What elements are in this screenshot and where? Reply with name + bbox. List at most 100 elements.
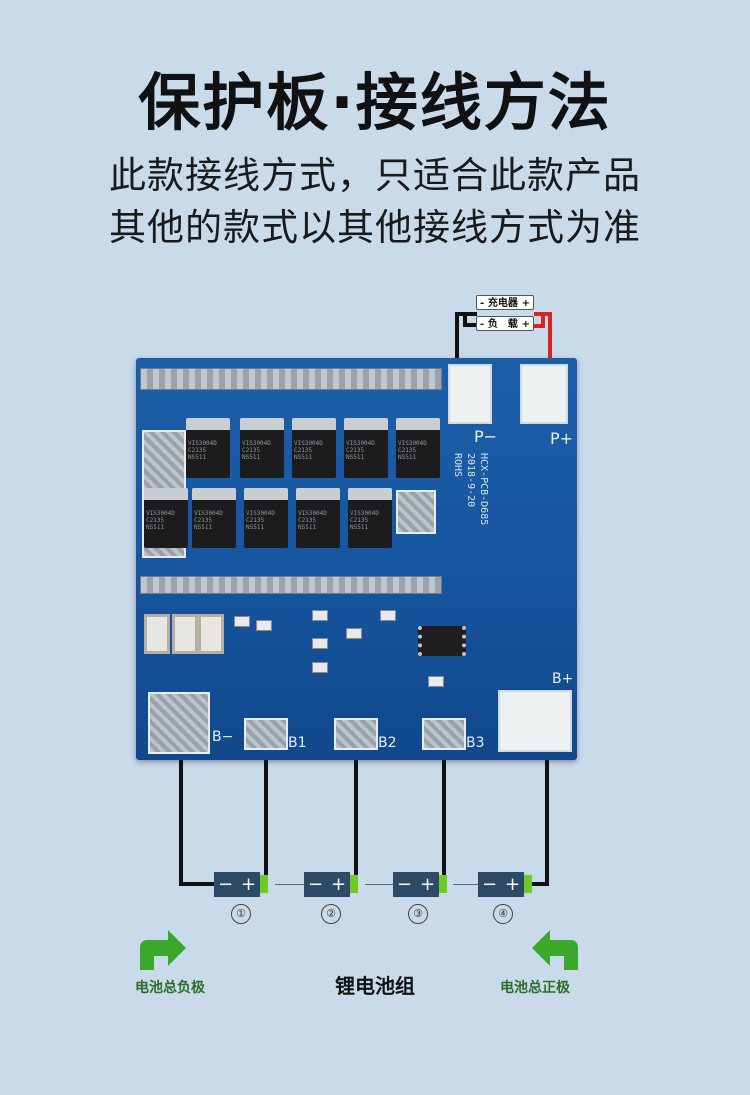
b3-pad	[422, 718, 466, 750]
cell-terminal	[524, 875, 532, 893]
load-plus-join	[541, 312, 545, 328]
p-minus-wire	[455, 312, 459, 362]
mosfet-marking: VIS3004D C2135 NS511	[188, 440, 217, 461]
b-plus-wire	[545, 760, 549, 886]
battery-cell-2: − +	[304, 872, 358, 897]
mosfet-marking: VIS3004D C2135 NS511	[146, 510, 175, 531]
cell-number-2: ②	[321, 904, 341, 924]
cell-terminal	[439, 875, 447, 893]
b2-label: B2	[378, 735, 397, 751]
positive-arrow-icon	[532, 930, 578, 970]
cell-minus: −	[396, 873, 413, 895]
battery-pack-label: 锂电池组	[335, 974, 415, 998]
mosfet: VIS3004D C2135 NS511	[186, 418, 230, 478]
b3-wire	[442, 760, 446, 878]
total-positive-label: 电池总正极	[500, 980, 570, 996]
mosfet: VIS3004D C2135 NS511	[240, 418, 284, 478]
b-minus-label: B−	[212, 729, 234, 745]
middle-copper-strip	[140, 576, 442, 594]
smd-component	[312, 638, 328, 649]
cell-number-3: ③	[408, 904, 428, 924]
subtitle-line-2: 其他的款式以其他接线方式为准	[109, 206, 641, 249]
load-plus-wire	[534, 324, 544, 328]
mosfet: VIS3004D C2135 NS511	[296, 488, 340, 548]
charger-text: 充电器	[487, 298, 518, 309]
heatsink-pad	[396, 490, 436, 534]
cell-plus: +	[240, 873, 257, 895]
b-minus-pad	[148, 692, 210, 754]
cell-terminal	[260, 875, 268, 893]
battery-cell-4: − +	[478, 872, 532, 897]
b3-label: B3	[466, 735, 485, 751]
charger-plus: +	[521, 298, 530, 309]
cell-number-1: ①	[231, 904, 251, 924]
cell-link	[275, 884, 305, 885]
mosfet: VIS3004D C2135 NS511	[144, 488, 188, 548]
heatsink-pad	[142, 430, 186, 492]
p-plus-label: P+	[550, 429, 574, 448]
b1-pad	[244, 718, 288, 750]
cell-terminal	[350, 875, 358, 893]
smd-component	[234, 616, 250, 627]
shunt-resistor	[198, 614, 224, 654]
load-plus: +	[521, 319, 530, 330]
load-minus-join	[463, 312, 467, 326]
p-plus-connector	[520, 364, 568, 424]
p-plus-wire	[548, 312, 552, 364]
cell-plus: +	[419, 873, 436, 895]
mosfet-marking: VIS3004D C2135 NS511	[350, 510, 379, 531]
b-minus-wire-h	[179, 882, 215, 886]
b-plus-wire-h	[532, 882, 549, 886]
b-minus-wire	[179, 760, 183, 886]
charger-label: - 充电器 +	[476, 295, 534, 310]
protection-ic	[418, 626, 466, 656]
board-date: 2018-9-20	[465, 453, 476, 508]
mosfet: VIS3004D C2135 NS511	[244, 488, 288, 548]
b-plus-connector	[498, 690, 572, 752]
cell-plus: +	[330, 873, 347, 895]
battery-cell-3: − +	[393, 872, 447, 897]
battery-cell-1: − +	[214, 872, 268, 897]
cell-number-4: ④	[493, 904, 513, 924]
mosfet-marking: VIS3004D C2135 NS511	[346, 440, 375, 461]
mosfet-marking: VIS3004D C2135 NS511	[398, 440, 427, 461]
top-copper-strip	[140, 368, 442, 390]
load-minus: -	[480, 319, 485, 330]
b-plus-label: B+	[552, 671, 574, 687]
load-text: 负 载	[487, 319, 518, 330]
smd-component	[312, 610, 328, 621]
cell-plus: +	[504, 873, 521, 895]
mosfet-marking: VIS3004D C2135 NS511	[194, 510, 223, 531]
shunt-resistor	[144, 614, 170, 654]
negative-arrow-icon	[140, 930, 186, 970]
cell-link	[365, 884, 395, 885]
b1-label: B1	[288, 735, 307, 751]
load-label: - 负 载 +	[476, 316, 534, 331]
mosfet-marking: VIS3004D C2135 NS511	[298, 510, 327, 531]
protection-board: VIS3004D C2135 NS511 VIS3004D C2135 NS51…	[136, 358, 577, 760]
mosfet: VIS3004D C2135 NS511	[396, 418, 440, 478]
b2-pad	[334, 718, 378, 750]
cell-link	[453, 884, 481, 885]
mosfet: VIS3004D C2135 NS511	[192, 488, 236, 548]
mosfet: VIS3004D C2135 NS511	[348, 488, 392, 548]
b2-wire	[354, 760, 358, 878]
smd-component	[256, 620, 272, 631]
total-negative-label: 电池总负极	[135, 980, 205, 996]
charger-minus: -	[480, 298, 485, 309]
shunt-resistor	[172, 614, 198, 654]
p-minus-connector	[448, 364, 492, 424]
mosfet-marking: VIS3004D C2135 NS511	[242, 440, 271, 461]
smd-component	[312, 662, 328, 673]
smd-component	[380, 610, 396, 621]
p-minus-label: P−	[474, 427, 498, 446]
board-info: HCX-PCB-D685 2018-9-20 ROHS	[451, 453, 490, 525]
mosfet-marking: VIS3004D C2135 NS511	[294, 440, 323, 461]
mosfet: VIS3004D C2135 NS511	[344, 418, 388, 478]
mosfet: VIS3004D C2135 NS511	[292, 418, 336, 478]
cell-minus: −	[481, 873, 498, 895]
load-minus-wire	[463, 323, 477, 327]
cell-minus: −	[217, 873, 234, 895]
board-rohs: ROHS	[452, 453, 463, 478]
smd-component	[428, 676, 444, 687]
